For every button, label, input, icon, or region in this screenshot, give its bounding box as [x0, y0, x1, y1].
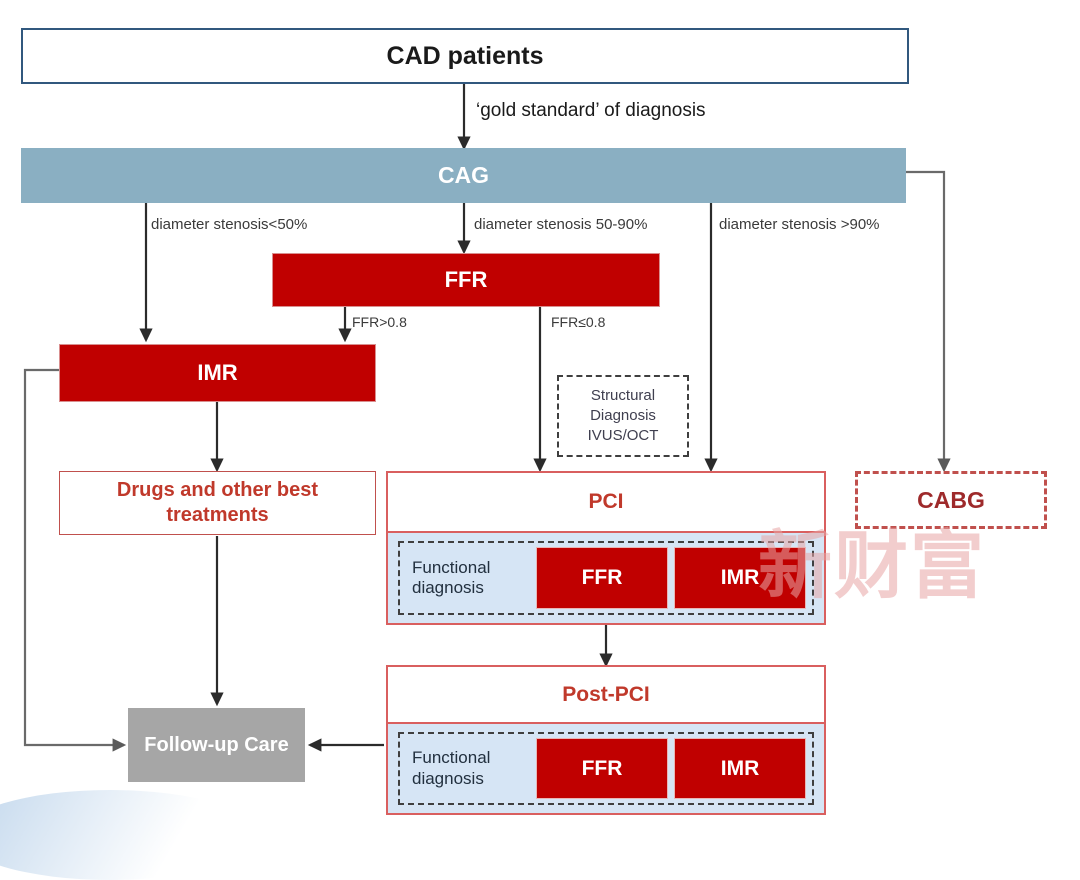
post-pci-fd-line-1: Functional [412, 748, 491, 768]
node-cad-patients-label: CAD patients [386, 41, 544, 70]
node-drugs-and-other-best-treatments[interactable]: Drugs and other best treatments [59, 471, 376, 535]
structural-line-2: Diagnosis [590, 406, 656, 424]
node-ffr-label: FFR [444, 267, 488, 292]
node-cabg[interactable]: CABG [855, 471, 1047, 529]
card-post-pci[interactable]: Post-PCI Functional diagnosis FFR IMR [386, 665, 826, 815]
pci-chip-imr-label: IMR [720, 566, 760, 589]
edge-label-ffr-gt: FFR>0.8 [352, 314, 407, 330]
pci-functional-diagnosis-label: Functional diagnosis [406, 558, 530, 599]
card-post-pci-title-label: Post-PCI [562, 682, 650, 706]
node-drugs-label: Drugs and other best treatments [116, 479, 319, 526]
post-pci-chip-imr-label: IMR [720, 756, 760, 780]
edge-label-stenosis-50-90: diameter stenosis 50-90% [474, 216, 648, 233]
node-cag[interactable]: CAG [21, 148, 906, 203]
node-ffr[interactable]: FFR [272, 253, 660, 307]
card-pci-title-label: PCI [588, 490, 624, 513]
edge-label-stenosis-lt50: diameter stenosis<50% [151, 216, 308, 233]
pci-chip-ffr-label: FFR [581, 566, 623, 589]
card-post-pci-body: Functional diagnosis FFR IMR [388, 722, 824, 813]
post-pci-chip-imr[interactable]: IMR [674, 738, 806, 799]
node-cabg-label: CABG [917, 486, 985, 513]
pci-functional-diagnosis-group: Functional diagnosis FFR IMR [398, 541, 814, 615]
pci-fd-line-2: diagnosis [412, 578, 484, 597]
post-pci-chip-ffr-label: FFR [581, 756, 623, 780]
node-imr[interactable]: IMR [59, 344, 376, 402]
pci-chip-imr[interactable]: IMR [674, 547, 806, 609]
card-pci-title: PCI [388, 473, 824, 531]
structural-line-3: IVUS/OCT [587, 427, 659, 445]
node-follow-up-care-label: Follow-up Care [144, 733, 289, 756]
card-pci[interactable]: PCI Functional diagnosis FFR IMR [386, 471, 826, 625]
post-pci-chip-ffr[interactable]: FFR [536, 738, 668, 799]
edge-label-ffr-le: FFR≤0.8 [551, 314, 606, 330]
card-post-pci-title: Post-PCI [388, 667, 824, 722]
post-pci-functional-diagnosis-group: Functional diagnosis FFR IMR [398, 732, 814, 805]
decorative-swoosh [0, 790, 260, 880]
post-pci-fd-line-2: diagnosis [412, 768, 484, 788]
node-imr-label: IMR [197, 360, 238, 385]
node-cad-patients[interactable]: CAD patients [21, 28, 909, 84]
node-structural-diagnosis[interactable]: Structural Diagnosis IVUS/OCT [557, 375, 689, 457]
post-pci-functional-diagnosis-label: Functional diagnosis [406, 748, 530, 789]
edge-label-gold-standard: ‘gold standard’ of diagnosis [476, 100, 706, 121]
node-cag-label: CAG [437, 162, 490, 188]
pci-chip-ffr[interactable]: FFR [536, 547, 668, 609]
flowchart-canvas: CAD patients CAG FFR IMR Drugs and other… [0, 28, 1047, 880]
card-pci-body: Functional diagnosis FFR IMR [388, 531, 824, 623]
edge-label-stenosis-gt90: diameter stenosis >90% [719, 216, 880, 233]
pci-fd-line-1: Functional [412, 557, 491, 577]
node-follow-up-care[interactable]: Follow-up Care [128, 708, 305, 782]
structural-line-1: Structural [590, 386, 656, 404]
